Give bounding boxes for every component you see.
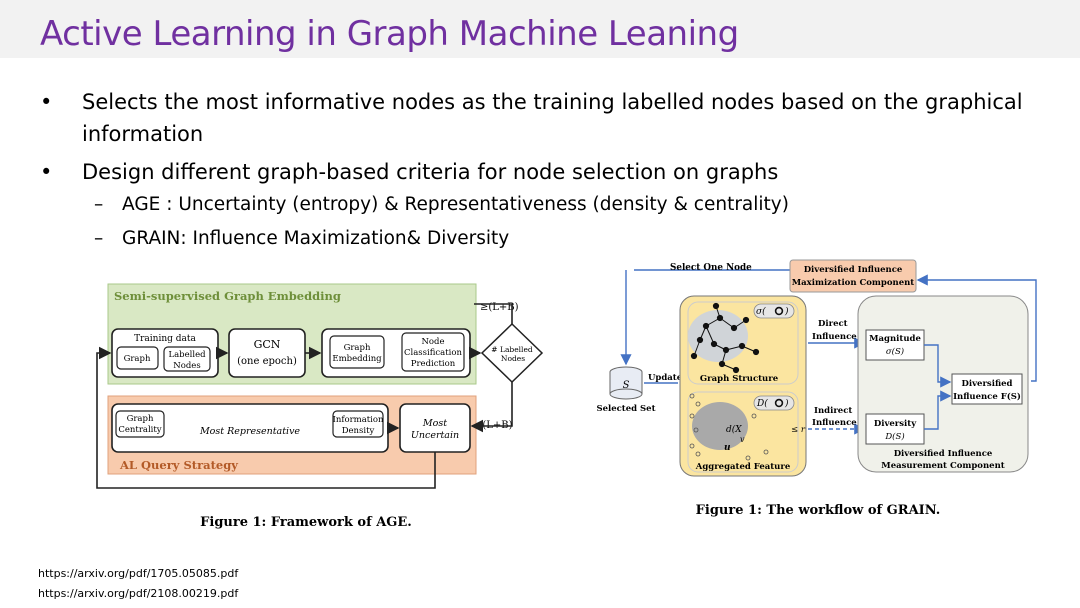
gcn-label: GCN [254, 338, 281, 351]
selected-set-label: Selected Set [596, 404, 655, 414]
dim-measure-label-2: Measurement Component [881, 461, 1004, 471]
dim-component-box [789, 259, 917, 293]
sub-bullet-text: AGE : Uncertainty (entropy) & Representa… [122, 194, 789, 215]
sigma-tag-close: ) [784, 306, 789, 317]
sigma-tag [753, 303, 795, 319]
dim-component-label-1: Diversified Influence [804, 265, 903, 275]
indirect-label-2: Influence [812, 418, 857, 428]
dash-marker: – [94, 228, 104, 249]
grain-loop-lines [620, 269, 1037, 382]
dim-component-label-2: Maximization Component [792, 278, 915, 288]
diversified-label-2: Influence F(S) [953, 391, 1021, 402]
select-one-node-label: Select One Node [670, 263, 752, 273]
decision-label-2: Nodes [501, 354, 525, 363]
node-class-label-1: Node [421, 337, 444, 347]
gcn-epoch-label: (one epoch) [237, 356, 297, 367]
al-query-label: AL Query Strategy [119, 458, 238, 472]
s-label: S [623, 380, 630, 391]
information-density-box [332, 410, 384, 438]
info-density-label-2: Density [342, 426, 375, 436]
most-uncertain-label-1: Most [422, 418, 447, 429]
aggregated-feature-label: Aggregated Feature [695, 462, 791, 472]
node-classification-box [401, 332, 465, 372]
leq-r-label: ≤ r [791, 425, 806, 435]
d-tag [753, 395, 795, 411]
sub-bullet-item: – AGE : Uncertainty (entropy) & Represen… [40, 188, 1040, 222]
d-tag-close: ) [784, 398, 789, 409]
u-node-label: u [724, 443, 731, 453]
most-representative-label: Most Representative [199, 426, 300, 437]
selected-set-cylinder [610, 372, 642, 394]
reference-link[interactable]: https://arxiv.org/pdf/2108.00219.pdf [38, 587, 239, 600]
graph-embedding-box [329, 335, 385, 369]
magnitude-label-2: σ(S) [886, 346, 904, 357]
age-framework-figure: Semi-supervised Graph Embedding AL Query… [96, 283, 544, 530]
bullet-item: • Selects the most informative nodes as … [40, 86, 1040, 150]
diversified-label-1: Diversified [962, 379, 1013, 389]
update-label: Update [648, 373, 683, 383]
reference-link[interactable]: https://arxiv.org/pdf/1705.05085.pdf [38, 567, 239, 580]
title-bar [0, 0, 1080, 58]
graph-box [116, 346, 159, 370]
sub-bullet-item: – GRAIN: Influence Maximization& Diversi… [40, 222, 1040, 256]
graph-centrality-label-1: Graph [127, 414, 154, 424]
sigma-tag-open: σ( [756, 306, 766, 317]
age-caption: Figure 1: Framework of AGE. [200, 515, 412, 530]
grain-workflow-figure: Select One Node Diversified Influence Ma… [596, 259, 1037, 518]
direct-label-1: Direct [818, 319, 848, 329]
bullet-marker: • [40, 160, 53, 184]
aggregated-feature-blob [692, 402, 748, 450]
sigma-tag-circle [774, 306, 784, 316]
references: https://arxiv.org/pdf/1705.05085.pdf htt… [38, 564, 238, 604]
dash-marker: – [94, 194, 104, 215]
info-density-label-1: Information [332, 415, 384, 425]
feature-points [689, 393, 769, 461]
bullet-list: • Selects the most informative nodes as … [40, 86, 1040, 256]
graph-structure-label: Graph Structure [700, 374, 779, 384]
graph-label: Graph [124, 354, 151, 364]
magnitude-label-1: Magnitude [869, 334, 921, 344]
graph-embedding-label-1: Graph [344, 343, 371, 353]
semi-supervised-label: Semi-supervised Graph Embedding [114, 289, 341, 303]
most-uncertain-label-2: Uncertain [411, 430, 459, 441]
indirect-label-1: Indirect [814, 406, 852, 416]
bullet-marker: • [40, 90, 53, 114]
measurement-arrows [924, 344, 952, 430]
grain-caption: Figure 1: The workflow of GRAIN. [696, 503, 941, 518]
graph-centrality-label-2: Centrality [118, 425, 161, 435]
graph-centrality-box [115, 410, 165, 438]
bullet-item: • Design different graph-based criteria … [40, 156, 1040, 188]
direct-label-2: Influence [812, 332, 857, 342]
d-tag-circle [774, 398, 784, 408]
node-class-label-3: Prediction [411, 359, 456, 369]
sub-bullet-text: GRAIN: Influence Maximization& Diversity [122, 228, 510, 249]
magnitude-box [865, 329, 925, 361]
training-data-label: Training data [134, 334, 196, 344]
selected-set-cylinder-bottom [609, 388, 643, 400]
ge-lb-label: ≥(L+B) [480, 302, 519, 313]
decision-label-1: # Labelled [491, 345, 533, 354]
slide-title: Active Learning in Graph Machine Leaning [40, 14, 739, 54]
diversity-label-2: D(S) [884, 431, 904, 442]
bullet-text: Selects the most informative nodes as th… [82, 90, 1023, 146]
diversity-label-1: Diversity [874, 419, 917, 429]
v-node-label: v [740, 435, 745, 444]
age-arrows [96, 303, 513, 489]
graph-embedding-label-2: Embedding [332, 354, 382, 364]
bullet-text: Design different graph-based criteria fo… [82, 160, 779, 184]
graph-structure-blob [688, 310, 748, 362]
dim-measure-label-1: Diversified Influence [894, 449, 993, 459]
labelled-label: Labelled [168, 350, 206, 360]
nodes-label: Nodes [173, 361, 200, 371]
node-class-label-2: Classification [404, 348, 462, 358]
gcn-box [228, 328, 306, 378]
graph-structure-icon [690, 302, 760, 374]
diversified-influence-box [951, 373, 1023, 405]
d-tag-open: D( [756, 398, 768, 409]
distance-expression: d(X [726, 424, 742, 435]
labelled-nodes-box [163, 346, 211, 372]
